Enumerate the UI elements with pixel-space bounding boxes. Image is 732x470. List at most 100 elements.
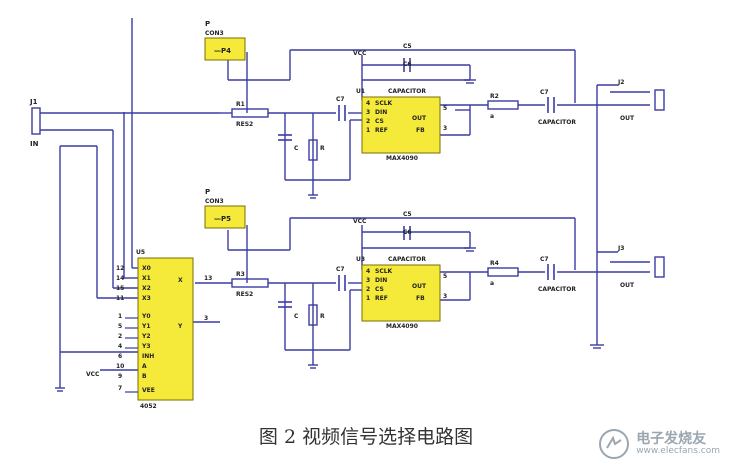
ch1-res-out-ref: R2 <box>490 93 499 100</box>
ch1-cap-top-2: C6 <box>403 61 412 68</box>
ch2-chip-part: MAX4090 <box>386 323 418 330</box>
mux-pin-vee: VEE <box>142 387 155 394</box>
ch2-ic-ref: U3 <box>356 256 365 263</box>
ch2-pin-fb: FB <box>416 295 425 302</box>
mux-num-1: 12 <box>116 265 124 272</box>
ch2-cap-top-1: C5 <box>403 211 412 218</box>
mux-num-y: 3 <box>204 315 208 322</box>
ch1-cap-in: C7 <box>336 96 345 103</box>
ch1-chip <box>361 96 441 154</box>
mux-pin-x1: X1 <box>142 275 151 282</box>
input-connector: J1 IN <box>29 98 41 148</box>
jumper-top-ref: P <box>205 20 210 28</box>
ch1-out-num-1: 5 <box>443 105 447 112</box>
mux-4052: U5 4052 VCC 12 14 15 11 1 5 2 4 6 10 9 7… <box>86 249 212 410</box>
ch2-pin-num-1: 4 <box>366 268 370 275</box>
ch2-pin-num-4: 1 <box>366 295 370 302</box>
mux-part: 4052 <box>140 403 157 410</box>
mux-pin-a: A <box>142 363 147 370</box>
mux-num-9: 6 <box>118 353 122 360</box>
jumper-bottom: P CON3 —P5 <box>204 188 246 229</box>
ch2-cap-out-ref: C7 <box>540 256 549 263</box>
ch1-cap-out-value: CAPACITOR <box>538 119 576 126</box>
mux-pin-y2: Y2 <box>141 333 151 340</box>
ch2-res-out-ref: R4 <box>490 260 499 267</box>
ch1-cap-out-ref: C7 <box>540 89 549 96</box>
mux-num-3: 15 <box>116 285 124 292</box>
mux-pin-x3: X3 <box>142 295 151 302</box>
ch2-pin-num-3: 2 <box>366 286 370 293</box>
mux-pin-y1: Y1 <box>141 323 151 330</box>
resistors <box>231 100 519 326</box>
mux-pin-stubs <box>125 317 138 393</box>
ch2-pin-num-2: 3 <box>366 277 370 284</box>
jumper-top: P CON3 —P4 <box>204 20 246 61</box>
ch2-output-label: OUT <box>620 282 635 289</box>
ch1-pin-ref: REF <box>375 127 388 134</box>
ch1-output-label: OUT <box>620 115 635 122</box>
ch1-cap-top-1: C5 <box>403 43 412 50</box>
mux-num-7: 2 <box>118 333 122 340</box>
mux-num-4: 11 <box>116 295 124 302</box>
jumper-bottom-tag: —P5 <box>214 215 231 223</box>
capacitors <box>278 58 555 308</box>
input-connector-ref: J1 <box>29 98 38 106</box>
video-select-schematic: J1 IN P CON3 —P4 P CON3 —P5 R1 RES2 C R … <box>29 18 665 410</box>
ch1-pin-din: DIN <box>375 109 387 116</box>
ch1-pin-num-1: 4 <box>366 100 370 107</box>
ch2-pin-cs: CS <box>375 286 384 293</box>
mux-pin-x2: X2 <box>142 285 151 292</box>
mux-num-6: 5 <box>118 323 122 330</box>
ch2-chip-top: CAPACITOR <box>388 256 426 263</box>
mux-pin-y: Y <box>177 323 183 330</box>
mux-pin-x0: X0 <box>142 265 151 272</box>
ch2-pin-din: DIN <box>375 277 387 284</box>
jumper-bottom-value: CON3 <box>205 198 224 205</box>
mux-ref: U5 <box>136 249 145 256</box>
watermark-logo-icon <box>599 429 630 459</box>
mux-vcc: VCC <box>86 371 100 378</box>
mux-num-5: 1 <box>118 313 122 320</box>
channel-1: R1 RES2 C R C7 VCC C5 C6 CAPACITOR U1 4 … <box>236 43 665 162</box>
ch2-cap-c: C <box>294 313 299 320</box>
mux-pin-y0: Y0 <box>141 313 151 320</box>
ch1-output-connector <box>654 89 665 111</box>
mux-pin-inh: INH <box>142 353 154 360</box>
input-connector-pin: IN <box>30 140 39 148</box>
ch2-res-r: R <box>320 313 325 320</box>
ch1-pin-num-4: 1 <box>366 127 370 134</box>
ch1-pin-fb: FB <box>416 127 425 134</box>
ch2-pin-out: OUT <box>412 283 427 290</box>
mux-chip <box>137 257 194 401</box>
ch2-cap-top-2: C6 <box>403 229 412 236</box>
ground-symbols <box>55 79 604 392</box>
mux-pin-x: X <box>178 277 183 284</box>
ch1-ic-ref: U1 <box>356 88 365 95</box>
ch2-res-in-value: RES2 <box>236 291 253 298</box>
ch1-chip-part: MAX4090 <box>386 155 418 162</box>
ch2-output-connector <box>654 256 665 278</box>
watermark-cn: 电子发烧友 <box>636 430 707 447</box>
ch1-pin-num-3: 2 <box>366 118 370 125</box>
ch2-cap-out-value: CAPACITOR <box>538 286 576 293</box>
ch1-chip-top: CAPACITOR <box>388 88 426 95</box>
ch1-pin-cs: CS <box>375 118 384 125</box>
ch1-res-out-value: a <box>490 113 494 120</box>
ch2-out-num-1: 5 <box>443 273 447 280</box>
jumper-bottom-ref: P <box>205 188 210 196</box>
wires <box>40 18 650 388</box>
mux-num-11: 9 <box>118 373 122 380</box>
ch2-res-in-ref: R3 <box>236 271 245 278</box>
jumper-top-value: CON3 <box>205 30 224 37</box>
watermark-url: www.elecfans.com <box>636 445 720 456</box>
ch1-out-num-2: 3 <box>443 125 447 132</box>
mux-num-10: 10 <box>116 363 124 370</box>
figure-caption: 图 2 视频信号选择电路图 <box>258 426 474 448</box>
mux-num-8: 4 <box>118 343 122 350</box>
ch1-res-in-value: RES2 <box>236 121 253 128</box>
mux-num-12: 7 <box>118 385 122 392</box>
watermark: 电子发烧友 www.elecfans.com <box>598 428 720 460</box>
mux-pin-b: B <box>142 373 147 380</box>
ch2-vcc: VCC <box>353 218 367 225</box>
ch1-pin-out: OUT <box>412 115 427 122</box>
